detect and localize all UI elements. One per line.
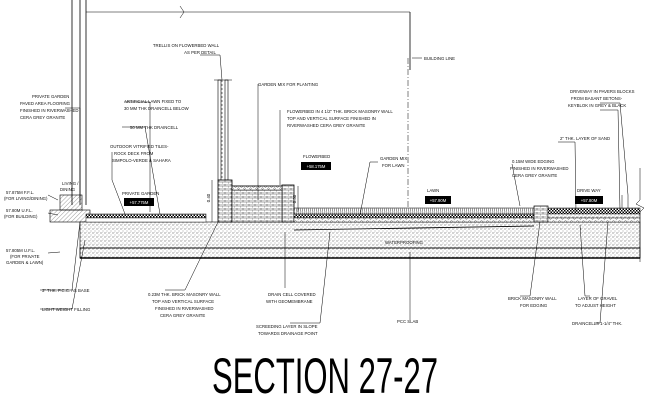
note-private-garden-3: FINISHED IN RIVERWASHED — [20, 108, 79, 113]
note-ffl-living-2: (FOR LIVING/DINING) — [4, 196, 48, 201]
flowerbed-label: FLOWERBED — [303, 154, 330, 159]
note-brick-edging-2: FOR EDGING — [520, 303, 548, 308]
note-waterproofing: WATERPROOFING — [385, 240, 424, 245]
note-ffl-garden-2: (FOR PRIVATE — [10, 254, 40, 259]
note-gravel-2: TO ADJUST HEIGHT — [575, 303, 616, 308]
note-driveway-3: KEYBLOK IN GREY & BLACK — [568, 103, 626, 108]
lawn-level: +57.90M — [430, 198, 447, 203]
building-column — [71, 0, 411, 205]
note-drain-cell-2: WITH GEOMEMBRANE — [266, 299, 313, 304]
note-edging-2: FINISHED IN RIVERWASHED — [510, 166, 569, 171]
note-trellis-2: AS PER DETAIL — [184, 50, 216, 55]
note-trellis-1: TRELLIS ON FLOWERBED WALL — [153, 43, 220, 48]
note-screeding-2: TOWARDS DRAINAGE POINT — [258, 331, 318, 336]
note-artificial-lawn-2: 30 MM THK DRAINCELL BELOW — [124, 106, 190, 111]
note-light-filling: LIGHT WEIGHT FILLING — [42, 307, 91, 312]
note-driveway-1: DRIVEWAY IN PAVERS BLOCKS — [570, 89, 635, 94]
note-brick-wall-1: 0.23M THK. BRICK MASONRY WALL — [148, 292, 221, 297]
note-screeding-1: SCREEDING LAYER IN SLOPE — [256, 324, 318, 329]
ground-section — [49, 168, 645, 262]
note-ffl-building-1: 57.80M U.F.L. — [6, 208, 33, 213]
lawn-label: LAWN — [427, 188, 439, 193]
note-artificial-lawn-1: ARTIFICIAL LAWN FIXED TO — [124, 99, 182, 104]
note-ffl-garden-1: 57.805M U.F.L. — [6, 248, 35, 253]
note-flowerbed-wall-2: TOP AND VERTICAL SURFACE FINISHED IN — [287, 116, 376, 121]
note-garden-mix-lawn-1: GARDEN MIX — [380, 156, 407, 161]
note-ffl-garden-3: GARDEN & LAWN) — [6, 260, 44, 265]
level-tag-lawn: LAWN +57.90M — [425, 188, 451, 204]
note-outdoor-tiles-3: SIMPOLO-VERDE & SAHARA — [112, 158, 171, 163]
note-draincell-50: 50 MM THK DRAINCELL — [130, 125, 179, 130]
note-outdoor-tiles-2: ROCK DECK FROM — [114, 151, 154, 156]
note-private-garden-2: PAVED AREA FLOORING — [20, 101, 71, 106]
note-sand-layer: 2" THK. LAYER OF SAND — [560, 136, 610, 141]
note-garden-mix-lawn-2: FOR LAWN — [382, 163, 405, 168]
private-garden-label: PRIVATE GARDEN — [122, 191, 159, 196]
note-edging-3: CERA GREY GRANITE — [512, 173, 557, 178]
drive-way-level: +57.80M — [581, 198, 598, 203]
note-edging-1: 0.15M WIDE EDGING — [512, 159, 555, 164]
note-flowerbed-wall-1: FLOWERBED IN 4 1/2" THK. BRICK MASONRY W… — [287, 109, 393, 114]
note-ffl-building-2: (FOR BUILDING) — [4, 214, 38, 219]
note-flowerbed-wall-3: RIVERWASHED CERA GREY GRANITE — [287, 123, 365, 128]
section-title: SECTION 27-27 — [212, 348, 438, 400]
annotations: TRELLIS ON FLOWERBED WALL AS PER DETAIL … — [4, 43, 635, 336]
level-tag-drive-way: DRIVE WAY +57.80M — [575, 188, 603, 204]
note-brick-wall-3: FINISHED IN RIVERWASHED — [155, 306, 214, 311]
note-pcc-base: 3" THK. P.C.C. AS BASE — [42, 288, 90, 293]
note-driveway-2: FROM BASANT BETONS- — [571, 96, 623, 101]
level-tag-private-garden: PRIVATE GARDEN +57.775M — [122, 191, 159, 206]
flowerbed-dimensions: 0.40 0.30 — [206, 180, 299, 222]
note-ffl-living-1: 57.875M F.F.L. — [6, 190, 34, 195]
note-gravel-1: LAYER OF GRAVEL — [578, 296, 618, 301]
note-brick-edging-1: BRICK MASONRY WALL — [508, 296, 557, 301]
drive-way-label: DRIVE WAY — [577, 188, 601, 193]
dim-wall-height: 0.40 — [206, 193, 211, 202]
private-garden-level: +57.775M — [130, 200, 149, 205]
level-tag-flowerbed: FLOWERBED +58.175M — [301, 154, 331, 170]
note-brick-wall-4: CERA GREY GRANITE — [160, 313, 205, 318]
leader-lines — [40, 54, 629, 324]
flowerbed-level: +58.175M — [307, 164, 326, 169]
note-private-garden-1: PRIVATE GARDEN — [32, 94, 69, 99]
note-pcc-slab: PCC SLAB — [397, 319, 418, 324]
note-garden-mix-planting: GARDEN MIX FOR PLANTING — [258, 82, 319, 87]
note-living-2: DINING — [60, 187, 76, 192]
note-drain-cell-1: DRAIN CELL COVERED — [268, 292, 316, 297]
trellis — [214, 79, 232, 181]
dim-bed-height: 0.30 — [292, 194, 297, 203]
note-building-line: BUILDING LINE — [424, 56, 455, 61]
note-outdoor-tiles-1: OUTDOOR VITRIFIED TILES- — [110, 144, 169, 149]
note-living-1: LIVING / — [62, 181, 79, 186]
note-private-garden-4: CERA GREY GRANITE — [20, 115, 65, 120]
note-draincells-thk: DRAINCELLS 1-1/4" THK. — [572, 321, 622, 326]
note-brick-wall-2: TOP AND VERTICAL SURFACE — [152, 299, 214, 304]
